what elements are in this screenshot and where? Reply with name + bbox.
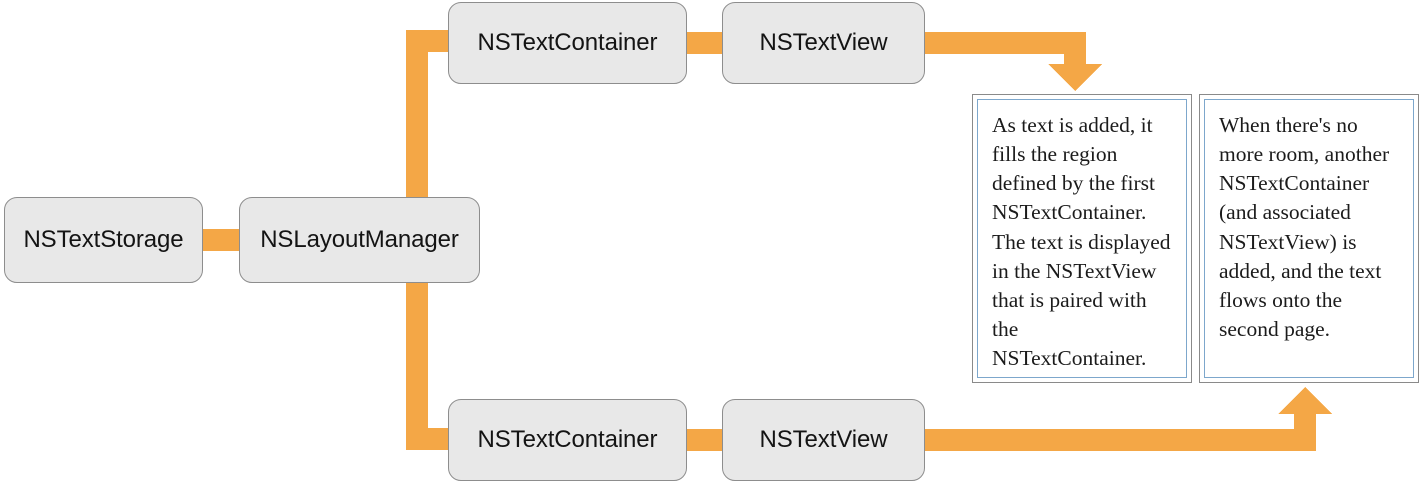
node-label: NSTextContainer — [477, 426, 658, 453]
page-body-text: When there's no more room, another NSTex… — [1219, 113, 1390, 341]
page-preview-second[interactable]: When there's no more room, another NSTex… — [1199, 94, 1419, 383]
connector-bottom-view-to-page-two-vertical — [1294, 411, 1316, 451]
node-label: NSTextView — [759, 29, 888, 56]
connector-bottom-view-to-page-two-horizontal — [921, 429, 1316, 451]
arrowhead-down-icon — [1048, 64, 1102, 91]
node-nstextview-top[interactable]: NSTextView — [722, 2, 925, 84]
node-label: NSTextContainer — [477, 29, 658, 56]
arrowhead-up-icon — [1278, 387, 1332, 414]
connector-bottom-container-to-view — [683, 429, 728, 451]
connector-storage-to-layout — [200, 229, 244, 251]
node-nstextstorage[interactable]: NSTextStorage — [4, 197, 203, 283]
connector-top-container-to-view — [683, 32, 728, 54]
page-body-text: As text is added, it fills the region de… — [992, 113, 1171, 370]
node-label: NSTextStorage — [23, 226, 184, 253]
page-content-area: When there's no more room, another NSTex… — [1204, 99, 1414, 378]
page-content-area: As text is added, it fills the region de… — [977, 99, 1187, 378]
node-label: NSLayoutManager — [260, 226, 459, 253]
page-preview-first[interactable]: As text is added, it fills the region de… — [972, 94, 1192, 383]
connector-top-view-to-page-one-horizontal — [921, 32, 1086, 54]
node-label: NSTextView — [759, 426, 888, 453]
node-nslayoutmanager[interactable]: NSLayoutManager — [239, 197, 480, 283]
connector-top-view-to-page-one-vertical — [1064, 32, 1086, 70]
node-nstextcontainer-top[interactable]: NSTextContainer — [448, 2, 687, 84]
node-nstextview-bottom[interactable]: NSTextView — [722, 399, 925, 481]
node-nstextcontainer-bottom[interactable]: NSTextContainer — [448, 399, 687, 481]
